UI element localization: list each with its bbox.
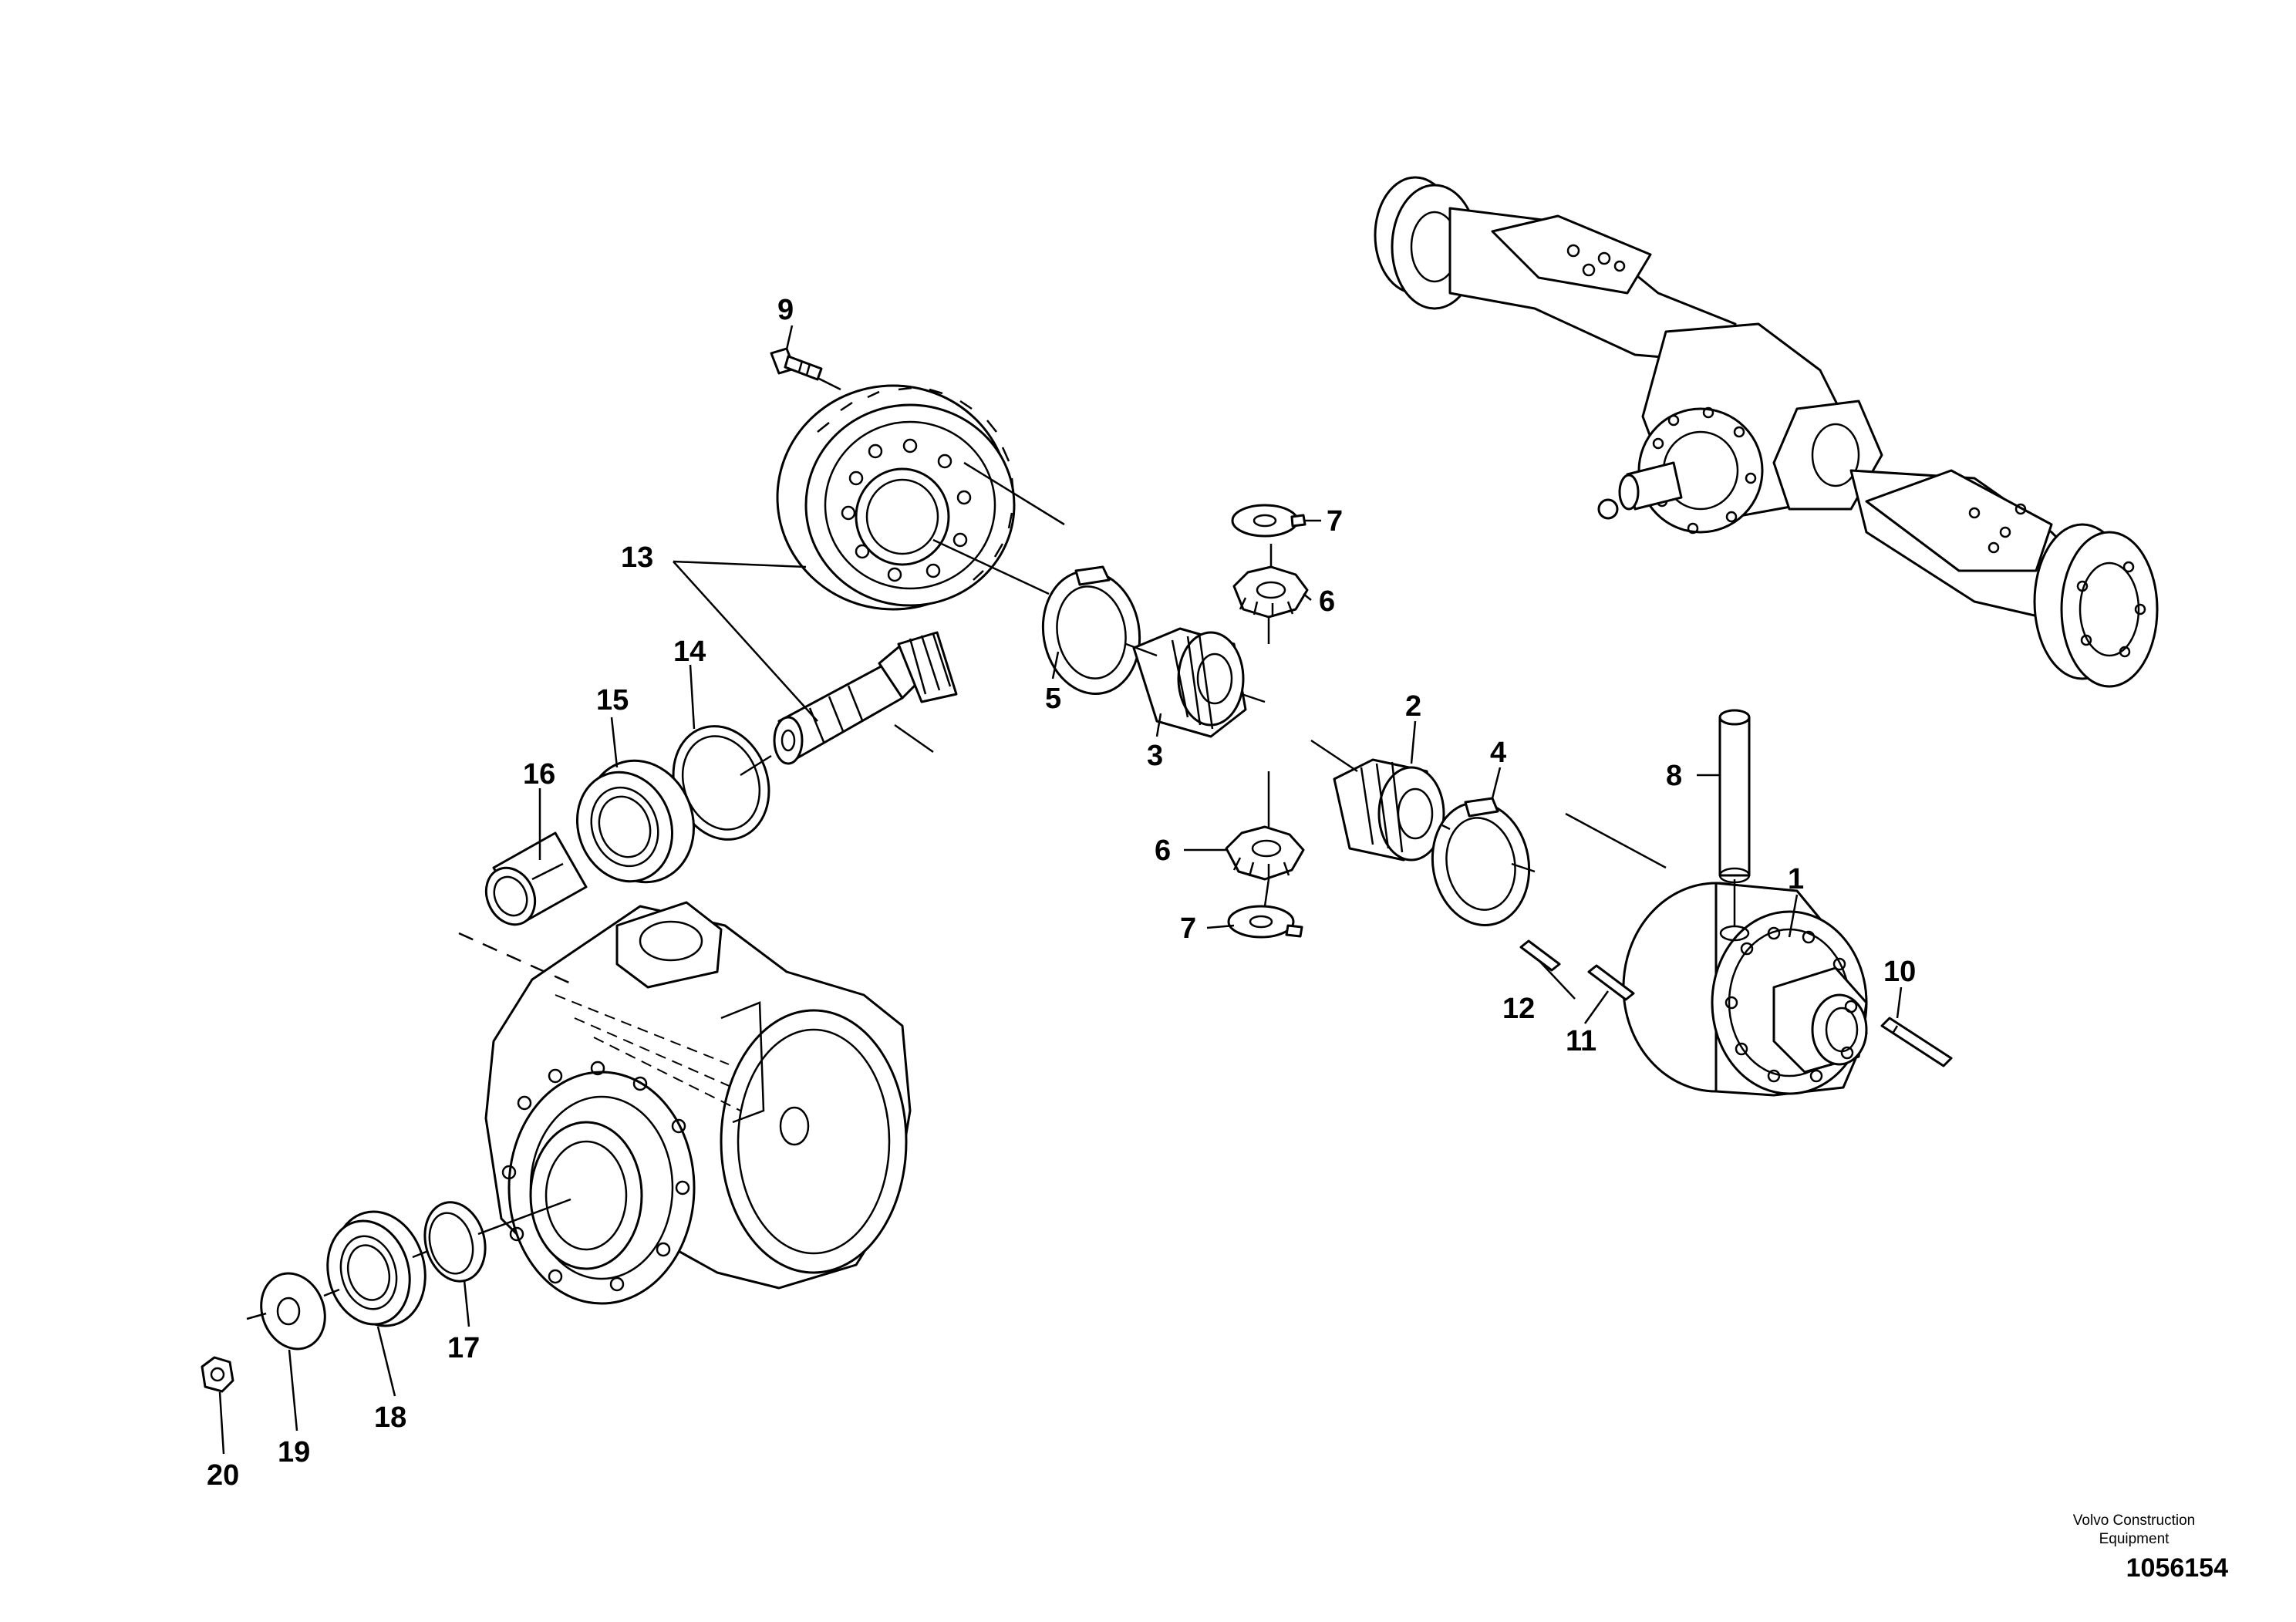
part-19-washer xyxy=(260,1272,326,1351)
part-9-bolt xyxy=(770,347,823,381)
part-7-lower-washer xyxy=(1227,905,1303,939)
callout-19: 19 xyxy=(278,1436,310,1469)
callout-5: 5 xyxy=(1045,683,1061,715)
part-16-sleeve xyxy=(484,831,588,926)
part-4-thrust-washer xyxy=(1431,797,1531,927)
part-11-pin xyxy=(1587,964,1635,1001)
part-1-differential-case xyxy=(1622,882,1868,1097)
part-17-seal xyxy=(423,1201,487,1283)
part-7-upper-washer xyxy=(1231,504,1306,538)
callout-12: 12 xyxy=(1502,993,1535,1025)
leader-lines xyxy=(218,325,1903,1455)
callout-2: 2 xyxy=(1405,690,1421,723)
differential-carrier-housing xyxy=(484,901,912,1305)
brand-line-1: Volvo Construction xyxy=(2072,1512,2196,1529)
part-8-cross-pin xyxy=(1718,709,1751,884)
part-18-bearing xyxy=(326,1210,426,1327)
brand-label: Volvo Construction Equipment xyxy=(2034,1512,2234,1549)
brand-line-2: Equipment xyxy=(2099,1531,2170,1547)
callout-14: 14 xyxy=(673,636,706,668)
assembly-axis-lines xyxy=(246,376,1736,1320)
axle-assembly-overview xyxy=(1374,176,2159,688)
part-20-nut xyxy=(201,1356,234,1393)
part-13-crown-wheel xyxy=(776,384,1016,611)
callout-7-lower: 7 xyxy=(1180,912,1196,945)
callout-10: 10 xyxy=(1883,956,1916,988)
callout-8: 8 xyxy=(1666,760,1682,792)
callout-labels: 9 13 14 15 16 5 3 7 6 2 4 6 7 8 1 10 12 … xyxy=(207,294,1916,1492)
part-15-bearing xyxy=(575,759,696,884)
callout-16: 16 xyxy=(523,758,555,791)
callout-1: 1 xyxy=(1788,863,1804,895)
callout-9: 9 xyxy=(777,294,794,326)
callout-7-upper: 7 xyxy=(1327,505,1343,538)
part-12-pin xyxy=(1519,939,1561,972)
document-number: 1056154 xyxy=(2126,1553,2228,1583)
callout-6-lower: 6 xyxy=(1155,835,1171,867)
callout-13: 13 xyxy=(621,541,653,574)
callout-20: 20 xyxy=(207,1459,239,1492)
callout-4: 4 xyxy=(1490,737,1506,769)
part-6-lower-pinion xyxy=(1225,825,1305,881)
callout-6-upper: 6 xyxy=(1319,585,1335,618)
callout-18: 18 xyxy=(374,1401,406,1434)
callout-11: 11 xyxy=(1566,1025,1596,1057)
part-13-drive-pinion xyxy=(773,631,958,765)
part-2-side-gear xyxy=(1333,758,1445,862)
callout-15: 15 xyxy=(596,684,629,717)
part-5-thrust-washer xyxy=(1041,565,1141,696)
part-6-upper-pinion xyxy=(1232,565,1309,619)
callout-17: 17 xyxy=(447,1332,480,1364)
callout-3: 3 xyxy=(1147,740,1163,772)
part-3-side-gear xyxy=(1132,627,1247,738)
part-10-roll-pin xyxy=(1880,1017,1953,1067)
